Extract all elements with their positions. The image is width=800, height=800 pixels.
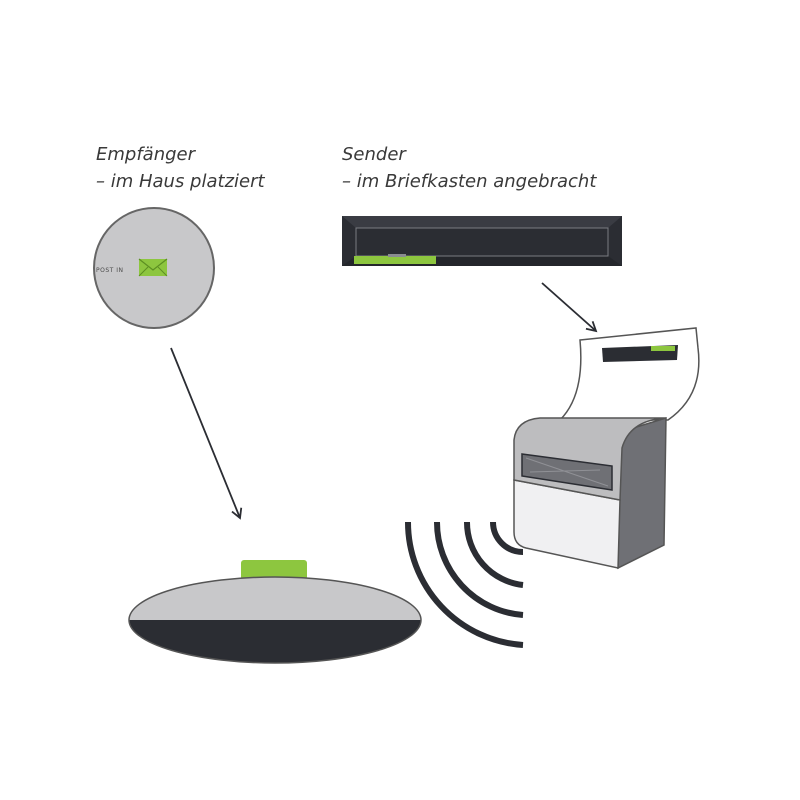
sender-label: Sender – im Briefkasten angebracht xyxy=(342,141,596,195)
receiver-subtitle: – im Haus platziert xyxy=(96,171,265,192)
receiver-side-view xyxy=(128,560,422,664)
mailbox-front xyxy=(513,479,621,569)
wifi-signal-arcs xyxy=(404,521,524,648)
mailbox xyxy=(513,327,700,570)
arrow-to-receiver xyxy=(170,347,243,520)
receiver-button xyxy=(241,560,307,580)
receiver-badge-text: POST IN xyxy=(96,267,123,274)
arrow-to-mailbox xyxy=(541,282,598,333)
sender-indicator xyxy=(354,256,436,264)
signal-arc-3 xyxy=(433,521,524,618)
sender-subtitle: – im Briefkasten angebracht xyxy=(342,171,597,192)
sender-device xyxy=(342,216,622,266)
signal-arc-2 xyxy=(463,521,524,588)
mailbox-lid xyxy=(558,327,700,421)
signal-arc-1 xyxy=(490,521,524,555)
sender-title: Sender xyxy=(342,144,406,165)
receiver-top-view: POST IN xyxy=(93,207,215,329)
signal-arc-4 xyxy=(404,521,524,648)
receiver-label: Empfänger – im Haus platziert xyxy=(96,141,265,195)
receiver-title: Empfänger xyxy=(96,144,196,165)
envelope-icon xyxy=(138,258,168,277)
